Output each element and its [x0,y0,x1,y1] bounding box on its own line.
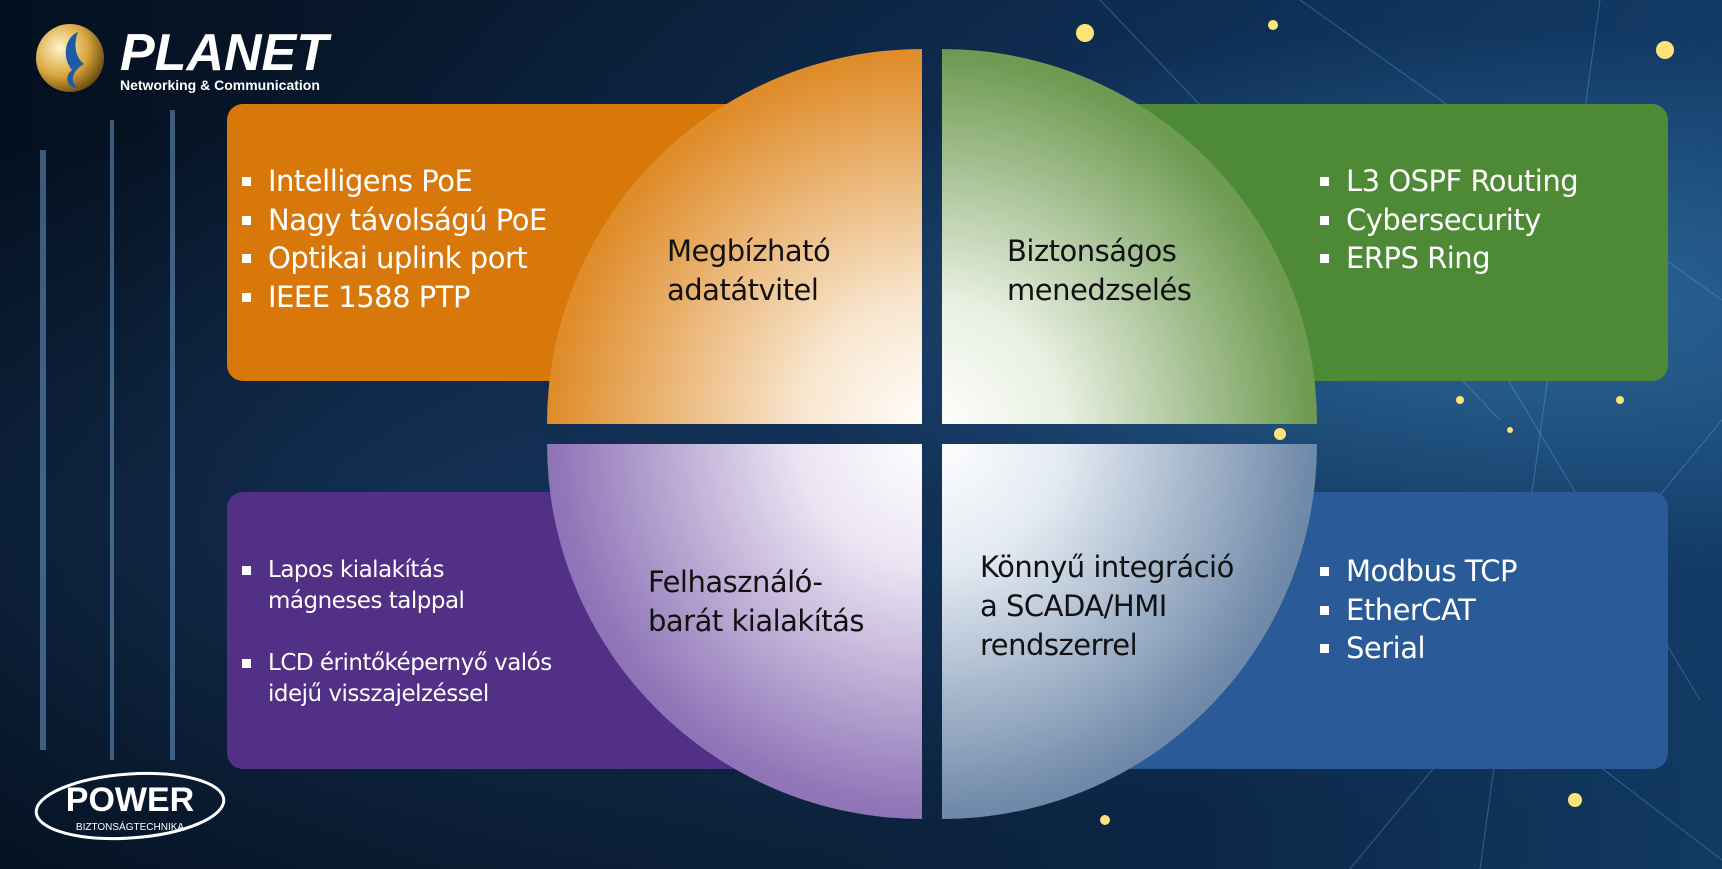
list-item-line: mágneses talppal [268,588,465,614]
list-item: Intelligens PoE [242,162,547,201]
list-item: ERPS Ring [1320,239,1578,278]
quadrant-title-easy-integration: Könnyű integráció a SCADA/HMI rendszerre… [980,548,1234,665]
quadrant-top-right [942,49,1317,424]
quadrant-title-user-friendly: Felhasználó- barát kialakítás [648,563,865,641]
feature-list-reliable-transfer: Intelligens PoE Nagy távolságú PoE Optik… [242,162,547,316]
list-item-line: idejű visszajelzéssel [268,681,489,707]
quadrant-title-secure-management: Biztonságos menedzselés [1007,232,1192,310]
list-item: LCD érintőképernyő valós idejű visszajel… [242,648,552,710]
title-line: rendszerrel [980,628,1138,662]
quadrant-title-reliable-transfer: Megbízható adatátvitel [667,232,831,310]
list-item: Nagy távolságú PoE [242,201,547,240]
list-item-line: LCD érintőképernyő valós [268,650,552,676]
list-item: Lapos kialakítás mágneses talppal [242,555,552,617]
list-item-line: Lapos kialakítás [268,557,444,583]
planet-tagline: Networking & Communication [120,77,320,93]
title-line: a SCADA/HMI [980,589,1167,623]
quadrant-bottom-right [942,444,1317,819]
quadrant-top-left [547,49,922,424]
list-item: Cybersecurity [1320,201,1578,240]
title-line: adatátvitel [667,273,819,307]
list-item: Modbus TCP [1320,552,1518,591]
title-line: Felhasználó- [648,565,823,599]
center-quadrant-circle [547,49,1317,819]
feature-list-secure-management: L3 OSPF Routing Cybersecurity ERPS Ring [1320,162,1579,278]
planet-logo: PLANET Networking & Communication [36,24,332,93]
title-line: Megbízható [667,234,831,268]
list-item: Serial [1320,629,1517,668]
title-line: Könnyű integráció [980,550,1234,584]
planet-logo-text: PLANET [120,24,332,82]
feature-list-user-friendly: Lapos kialakítás mágneses talppal LCD ér… [242,555,552,710]
list-item: L3 OSPF Routing [1320,162,1579,201]
feature-list-easy-integration: Modbus TCP EtherCAT Serial [1320,552,1518,668]
list-item: IEEE 1588 PTP [242,278,547,317]
power-tagline: BIZTONSÁGTECHNIKA [76,820,184,833]
title-line: menedzselés [1007,273,1192,307]
list-item: Optikai uplink port [242,239,547,278]
power-logo: POWER BIZTONSÁGTECHNIKA [34,771,226,841]
title-line: Biztonságos [1007,234,1177,268]
title-line: barát kialakítás [648,604,865,638]
quadrant-bottom-left [547,444,922,819]
list-item: EtherCAT [1320,591,1517,630]
power-logo-text: POWER [66,781,194,819]
